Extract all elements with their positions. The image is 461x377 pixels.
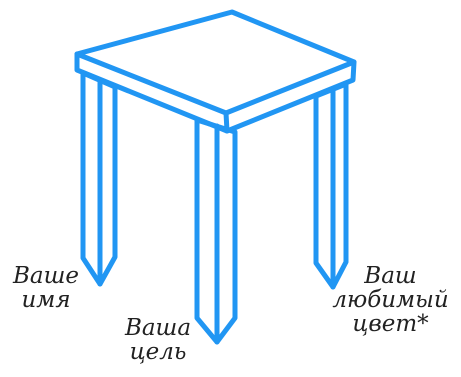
label-your-name-line-2: имя: [0, 288, 92, 312]
label-your-favorite-color-line-1: Ваш: [320, 264, 461, 288]
seat-apron: [77, 54, 354, 131]
label-your-favorite-color-line-2: любимый: [320, 288, 461, 312]
label-your-favorite-color: Ваш любимый цвет*: [320, 264, 461, 336]
label-your-name: Ваше имя: [0, 264, 92, 312]
label-your-goal-line-1: Ваша: [112, 316, 204, 340]
label-your-goal-line-2: цель: [112, 340, 204, 364]
label-your-name-line-1: Ваше: [0, 264, 92, 288]
label-your-goal: Ваша цель: [112, 316, 204, 364]
label-your-favorite-color-line-3: цвет*: [320, 312, 461, 336]
